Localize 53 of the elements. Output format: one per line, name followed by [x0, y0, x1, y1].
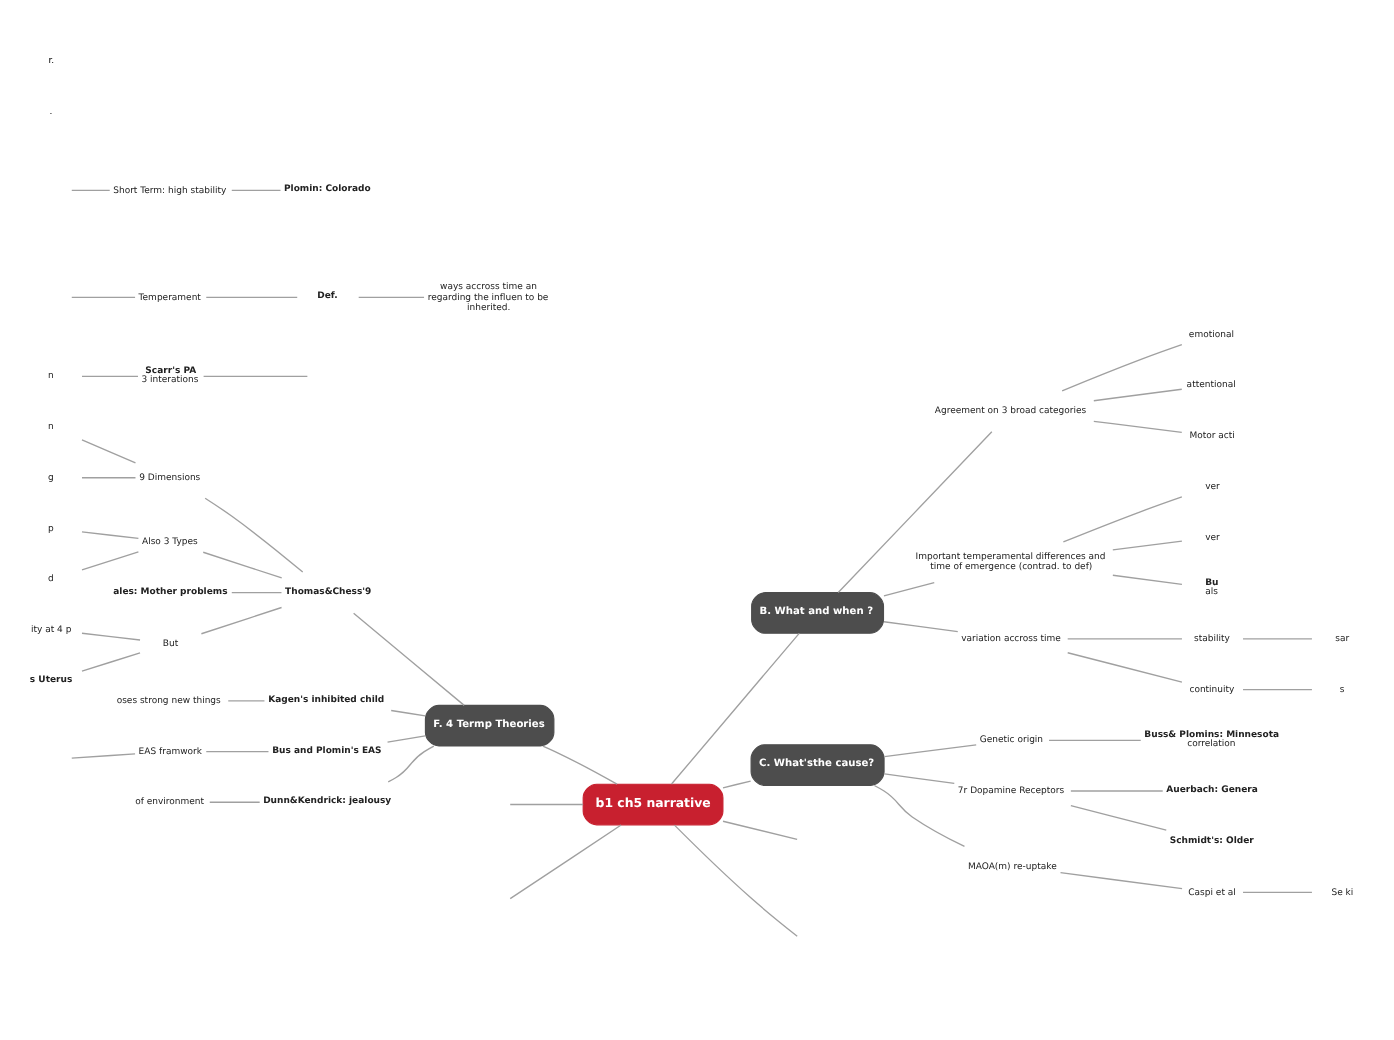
- connector: [673, 824, 798, 937]
- connector: [81, 477, 137, 479]
- connector: [81, 632, 141, 641]
- connector: [227, 700, 266, 702]
- connector: [71, 189, 111, 192]
- connector: [1093, 420, 1183, 433]
- connector: [1112, 540, 1183, 551]
- connector: [71, 753, 136, 759]
- connector: [81, 439, 137, 464]
- connector: [204, 497, 304, 573]
- connector: [837, 431, 993, 594]
- connector: [1067, 652, 1183, 683]
- connector: [883, 773, 955, 784]
- connector: [202, 375, 309, 377]
- connector: [81, 551, 140, 571]
- connector: [873, 784, 966, 848]
- connector: [883, 581, 935, 597]
- connector: [71, 296, 136, 299]
- connector: [670, 632, 800, 785]
- connector: [1061, 344, 1183, 392]
- connector: [390, 709, 426, 717]
- connector: [81, 652, 141, 672]
- connector: [81, 375, 139, 377]
- connector: [1067, 638, 1183, 640]
- connector: [386, 735, 426, 743]
- connector: [231, 592, 283, 594]
- connector: [1242, 688, 1313, 691]
- connector: [387, 745, 435, 783]
- connector: [542, 745, 618, 785]
- connector: [883, 744, 977, 758]
- connector: [509, 824, 622, 900]
- connector: [81, 531, 140, 540]
- connector: [1093, 388, 1183, 402]
- connector: [205, 750, 270, 753]
- connector: [1242, 638, 1313, 640]
- connector: [358, 296, 425, 299]
- connector: [509, 803, 584, 806]
- connector: [1070, 790, 1164, 792]
- connector: [1112, 574, 1183, 585]
- connector: [1242, 891, 1313, 894]
- connector: [352, 612, 465, 707]
- connector: [205, 296, 298, 299]
- connector: [1059, 872, 1183, 890]
- connector: [1070, 805, 1167, 831]
- connector: [722, 820, 798, 840]
- connector: [231, 189, 282, 192]
- connector: [202, 551, 283, 579]
- connector: [200, 606, 283, 635]
- connector: [1062, 496, 1183, 543]
- connector: [209, 801, 261, 803]
- connector: [722, 780, 752, 789]
- connector: [1048, 739, 1142, 741]
- connector: [883, 621, 959, 633]
